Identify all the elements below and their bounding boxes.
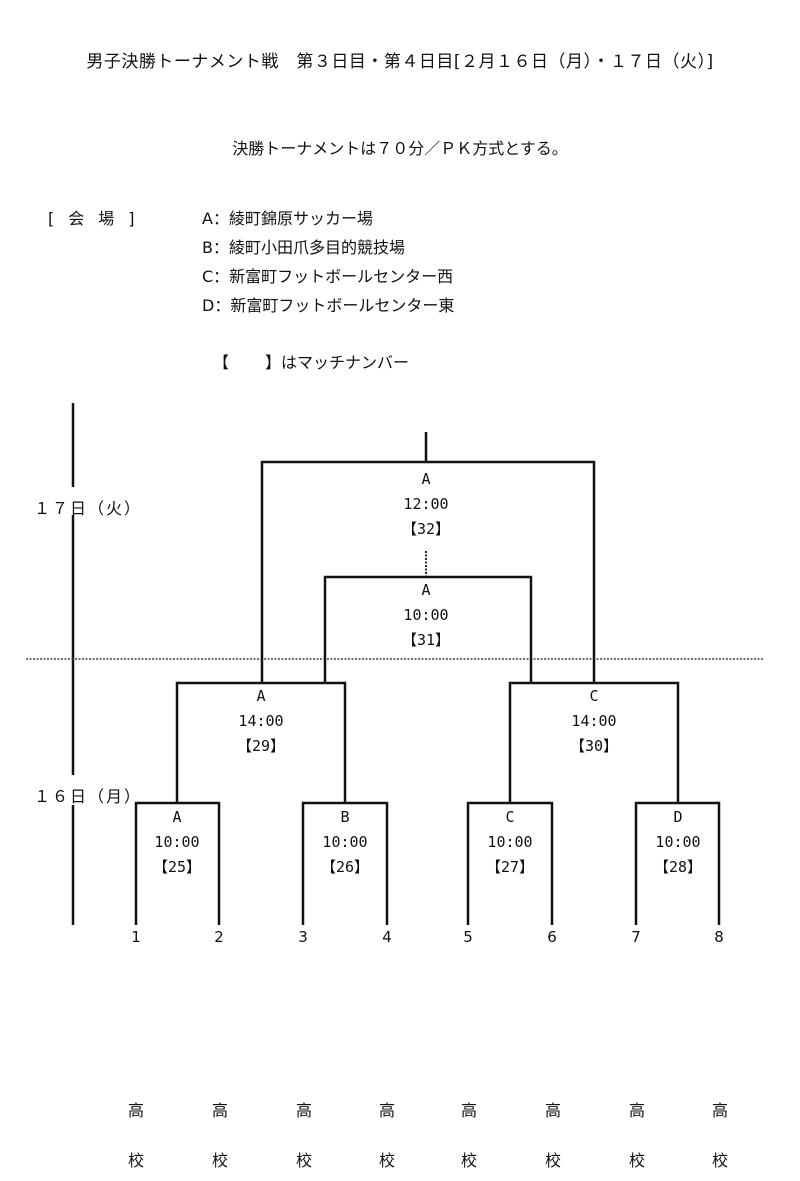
seed-number: 4 — [382, 928, 392, 946]
match-venue: B — [340, 808, 350, 826]
match-venue: A — [256, 687, 266, 705]
page-title: 男子決勝トーナメント戦 第３日目・第４日目[２月１６日（月）・１７日（火）] — [86, 52, 714, 72]
match-venue: D — [673, 808, 683, 826]
match-venue: C — [589, 687, 599, 705]
bracket-semifinal-30-lines — [508, 681, 680, 803]
venue-item-c: C：新富町フットボールセンター西 — [202, 267, 454, 286]
match-28: D 10:00 【28】 — [633, 805, 723, 880]
match-number: 【27】 — [485, 858, 535, 876]
match-time: 14:00 — [238, 712, 284, 730]
match-29: A 14:00 【29】 — [216, 684, 306, 759]
school-slot-3: 高校 — [295, 1101, 312, 1170]
match-time: 10:00 — [487, 833, 533, 851]
match-time: 10:00 — [655, 833, 701, 851]
school-slot-6: 高校 — [544, 1101, 561, 1170]
bracket-semifinal-29-lines — [175, 681, 347, 803]
legend-text: はマッチナンバー — [281, 353, 410, 372]
bracket-quarterfinal-26-lines — [301, 801, 389, 925]
school-slot-8: 高校 — [711, 1101, 728, 1170]
school-slot-7: 高校 — [628, 1101, 645, 1170]
match-venue: A — [172, 808, 182, 826]
match-number-legend: 【 】はマッチナンバー — [213, 349, 409, 373]
match-rule-note: 決勝トーナメントは７０分／ＰＫ方式とする。 — [232, 139, 568, 158]
school-slot-2: 高校 — [211, 1101, 228, 1170]
bracket-quarterfinal-27-lines — [466, 801, 554, 925]
school-slot-4: 高校 — [378, 1101, 395, 1170]
match-time: 10:00 — [322, 833, 368, 851]
venue-item-b: B：綾町小田爪多目的競技場 — [202, 238, 405, 257]
match-number: 【29】 — [236, 737, 286, 755]
venue-heading: [会場] — [48, 209, 149, 228]
bracket-final-lines — [260, 432, 596, 683]
match-number: 【25】 — [152, 858, 202, 876]
match-venue: A — [421, 581, 431, 599]
venue-item-d: D：新富町フットボールセンター東 — [202, 296, 455, 315]
seed-number: 6 — [547, 928, 557, 946]
school-slot-1: 高校 — [127, 1101, 144, 1170]
match-number: 【31】 — [401, 631, 451, 649]
match-25: A 10:00 【25】 — [132, 805, 222, 880]
seed-number: 8 — [714, 928, 724, 946]
seed-number: 7 — [631, 928, 641, 946]
match-26: B 10:00 【26】 — [300, 805, 390, 880]
seed-number: 5 — [463, 928, 473, 946]
match-time: 10:00 — [154, 833, 200, 851]
match-number: 【28】 — [653, 858, 703, 876]
school-slot-5: 高校 — [460, 1101, 477, 1170]
legend-close-bracket: 】 — [265, 353, 282, 372]
seed-number: 2 — [214, 928, 224, 946]
venue-list: A：綾町錦原サッカー場 B：綾町小田爪多目的競技場 C：新富町フットボールセンタ… — [202, 204, 454, 320]
date-label-day2: １７日（火） — [34, 499, 143, 518]
seed-number: 1 — [131, 928, 141, 946]
match-31: A 10:00 【31】 — [381, 578, 471, 653]
match-30: C 14:00 【30】 — [549, 684, 639, 759]
match-32: A 12:00 【32】 — [381, 467, 471, 542]
match-venue: A — [421, 470, 431, 488]
bracket-third-place-lines — [323, 551, 533, 683]
match-time: 14:00 — [571, 712, 617, 730]
match-venue: C — [505, 808, 515, 826]
match-number: 【30】 — [569, 737, 619, 755]
match-number: 【32】 — [401, 520, 451, 538]
legend-open-bracket: 【 — [213, 353, 230, 372]
seed-number: 3 — [298, 928, 308, 946]
bracket-quarterfinal-28-lines — [634, 801, 721, 925]
match-27: C 10:00 【27】 — [465, 805, 555, 880]
venue-item-a: A：綾町錦原サッカー場 — [202, 209, 373, 228]
date-label-day1: １６日（月） — [34, 787, 143, 806]
match-time: 12:00 — [403, 495, 449, 513]
match-time: 10:00 — [403, 606, 449, 624]
bracket-quarterfinal-25-lines — [134, 801, 221, 925]
match-number: 【26】 — [320, 858, 370, 876]
